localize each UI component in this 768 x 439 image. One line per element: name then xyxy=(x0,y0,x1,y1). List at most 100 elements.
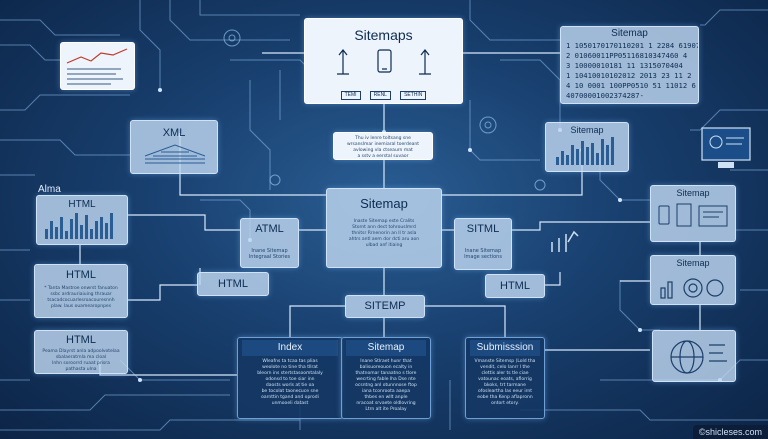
alma-html-chart-card[interactable]: HTML xyxy=(36,195,128,245)
binary-sitemap-title: Sitemap xyxy=(611,28,648,39)
center-note-line-4: a sstv a eerstal suvaor xyxy=(357,154,409,159)
central-line-3: thnitsr Rrnenorin an ll tr asla xyxy=(351,231,417,236)
central-line-1: Inaste Sitemap este Cralits xyxy=(353,219,415,224)
sitml-label: SITML xyxy=(466,223,500,235)
sitemap-detail-line-7: thbes en wllt anple xyxy=(364,395,408,400)
copyright-icon: © xyxy=(698,427,706,437)
sitemp-node[interactable]: SITEMP xyxy=(345,295,425,318)
submission-line-4: vatounac eoats, aflorrig xyxy=(478,377,532,382)
format-chip-temi[interactable]: TEMI xyxy=(340,91,361,100)
sitemap-chart-card-right[interactable]: Sitemap xyxy=(545,122,629,172)
binary-line-3: 3 10000010181 11 1315070404 xyxy=(566,61,683,70)
center-note-line-1: Thu iv lenre toltsang sne xyxy=(355,136,411,141)
watermark-text: shicleses.com xyxy=(705,427,762,437)
sitemap-devices-card[interactable]: Sitemap xyxy=(650,185,736,242)
index-line-4: odonsd to toe siar inn xyxy=(265,377,315,382)
sitemap-detail-line-4: wecrting fable lha Dse nte xyxy=(356,377,416,382)
submission-line-6: ofosleartha las eeur irnt xyxy=(478,389,532,394)
left-html-2-line-1: Peama Dlayrst anla adpoolvotelaa xyxy=(42,349,120,354)
sitml-sub: Inane Sitemap Image sections xyxy=(464,248,502,260)
submission-card[interactable]: Submisssion Vmanste Sitemsp (Lold tha ve… xyxy=(465,337,545,419)
sitemap-detail-line-5: ocsntng anl otunnnose ftop xyxy=(355,383,417,388)
sitemap-chart-title: Sitemap xyxy=(570,125,604,135)
submission-title: Submisssion xyxy=(470,340,540,356)
center-note-card: Thu iv lenre toltsang sne wrsanslmar ine… xyxy=(333,132,433,160)
binary-sitemap-card: Sitemap 1 1050170170110201 1 2284 61907 … xyxy=(560,26,699,104)
center-note-line-3: avlowing vla ctseaurn mat xyxy=(353,148,413,153)
central-line-2: Stornt ann dect tohrouslmrd xyxy=(352,225,416,230)
left-html-2-line-4: pathasta ulna xyxy=(65,367,97,372)
html-mid-right-label: HTML xyxy=(500,280,530,292)
left-html-2-line-3: lnhn soroorrd ruaat prisra xyxy=(52,361,110,366)
index-line-3: bleorn ins stertstasoomtalaly xyxy=(257,371,323,376)
sitemaps-header-card: Sitemaps TEMI RENL SETHIN xyxy=(304,18,463,104)
central-sitemap-node[interactable]: Sitemap Inaste Sitemap este Cralits Stor… xyxy=(326,188,442,268)
globe-icon xyxy=(670,340,727,374)
globe-card[interactable] xyxy=(652,330,736,382)
devices-icon xyxy=(658,203,728,227)
sitemp-label: SITEMP xyxy=(364,300,406,312)
sitemap-detail-line-3: thatnomar tanaatno s tlore xyxy=(355,371,417,376)
binary-line-4: 1 10410010102012 2013 23 11 2 xyxy=(566,71,692,80)
sitemap-detail-line-9: Ltrn alt ite Proalay xyxy=(365,407,407,412)
left-html-card-2[interactable]: HTML Peama Dlayrst anla adpoolvotelaa sb… xyxy=(34,330,128,374)
index-title: Index xyxy=(242,340,338,356)
submission-line-7: eobe tha Kenp aflapronn xyxy=(477,395,533,400)
sitemap-detail-line-1: Inane Stlraet hunr that xyxy=(360,359,412,364)
html-mid-left-label: HTML xyxy=(218,278,248,290)
sitml-node[interactable]: SITML Inane Sitemap Image sections xyxy=(454,218,512,270)
left-html-1-line-3: tsacadcocuarlesroacouresnnh xyxy=(47,298,115,303)
index-line-7: oarnttin tgand and oprodi xyxy=(261,395,319,400)
sitemap-detail-card[interactable]: Sitemap Inane Stlraet hunr that balisuor… xyxy=(341,337,431,419)
growth-chart-icon xyxy=(548,228,580,256)
submission-line-1: Vmanste Sitemsp (Lold tha xyxy=(474,359,536,364)
center-note-line-2: wrsanslmar inemiaral toerdeant xyxy=(346,142,420,147)
central-line-4: ahtrs antl aem dor dcti aru aon xyxy=(348,237,420,242)
binary-line-6: 40700001002374287- xyxy=(566,91,644,100)
mobile-device-icon xyxy=(337,49,431,75)
index-line-1: Wleafns ta tcaa tas plias xyxy=(262,359,318,364)
binary-line-2: 2 01060011PP05116810347460 4 xyxy=(566,51,688,60)
submission-line-3: clettis aler ts tle ciae xyxy=(481,371,529,376)
left-html-1-line-1: * Tanta Mastroe onwrst fanuaton xyxy=(44,286,118,291)
index-card[interactable]: Index Wleafns ta tcaa tas plias weolote … xyxy=(237,337,343,419)
trend-line-chart xyxy=(66,48,128,85)
sitemap-detail-title: Sitemap xyxy=(346,340,426,356)
submission-line-5: bkoks, trt tarmane xyxy=(484,383,526,388)
submission-line-8: ontort etory. xyxy=(491,401,519,406)
sitemaps-title: Sitemaps xyxy=(354,27,413,43)
analytics-icon xyxy=(660,278,724,299)
alma-html-label: HTML xyxy=(68,199,96,210)
xml-node[interactable]: XML xyxy=(130,120,218,174)
sitemap-analytics-card[interactable]: Sitemap xyxy=(650,255,736,305)
sitemap-detail-line-2: balisuoreouon ecalty in xyxy=(359,365,413,370)
binary-line-5: 4 10 0001 100PP0510 51 11012 6 xyxy=(566,81,696,90)
alma-bar-chart xyxy=(45,213,113,239)
watermark: ©shicleses.com xyxy=(692,425,768,439)
central-line-5: ulbad anf itiaing xyxy=(365,243,403,248)
left-html-2-line-2: sbalaeratrnla ma cloal xyxy=(55,355,107,360)
format-chip-sethin[interactable]: SETHIN xyxy=(400,91,427,100)
sitemap-detail-line-8: nracoat srvaete oldlovring xyxy=(356,401,416,406)
sitemap-devices-title: Sitemap xyxy=(676,188,710,198)
monitor-icon xyxy=(698,126,754,174)
xml-roof-icon xyxy=(144,144,206,164)
index-line-2: weolote no tine tha tllrat xyxy=(262,365,318,370)
trend-chart-card xyxy=(60,42,135,90)
index-line-5: daosts worls at tie oa xyxy=(265,383,315,388)
format-chip-renl[interactable]: RENL xyxy=(369,91,391,100)
atml-sub: Inane Sitemap Integraal Stories xyxy=(248,248,291,260)
left-html-card-1[interactable]: HTML * Tanta Mastroe onwrst fanuaton ssb… xyxy=(34,264,128,318)
left-html-1-line-2: ssbc ardrauriaiuing thrauar xyxy=(50,292,112,297)
submission-line-2: vendit, celo lanrr l the xyxy=(480,365,530,370)
atml-label: ATML xyxy=(255,223,284,235)
html-node-mid-right[interactable]: HTML xyxy=(485,274,545,298)
index-line-8: unmooeli datast xyxy=(271,401,309,406)
left-html-2-label: HTML xyxy=(66,334,96,346)
atml-node[interactable]: ATML Inane Sitemap Integraal Stories xyxy=(240,218,299,268)
xml-label: XML xyxy=(162,127,186,139)
left-html-1-line-4: plaw. laus ouamearopnpes xyxy=(50,304,112,309)
html-node-mid-left[interactable]: HTML xyxy=(197,272,269,296)
sitemap-detail-line-6: iana tconroota aaepa xyxy=(362,389,410,394)
sitemap-analytics-title: Sitemap xyxy=(676,258,710,268)
